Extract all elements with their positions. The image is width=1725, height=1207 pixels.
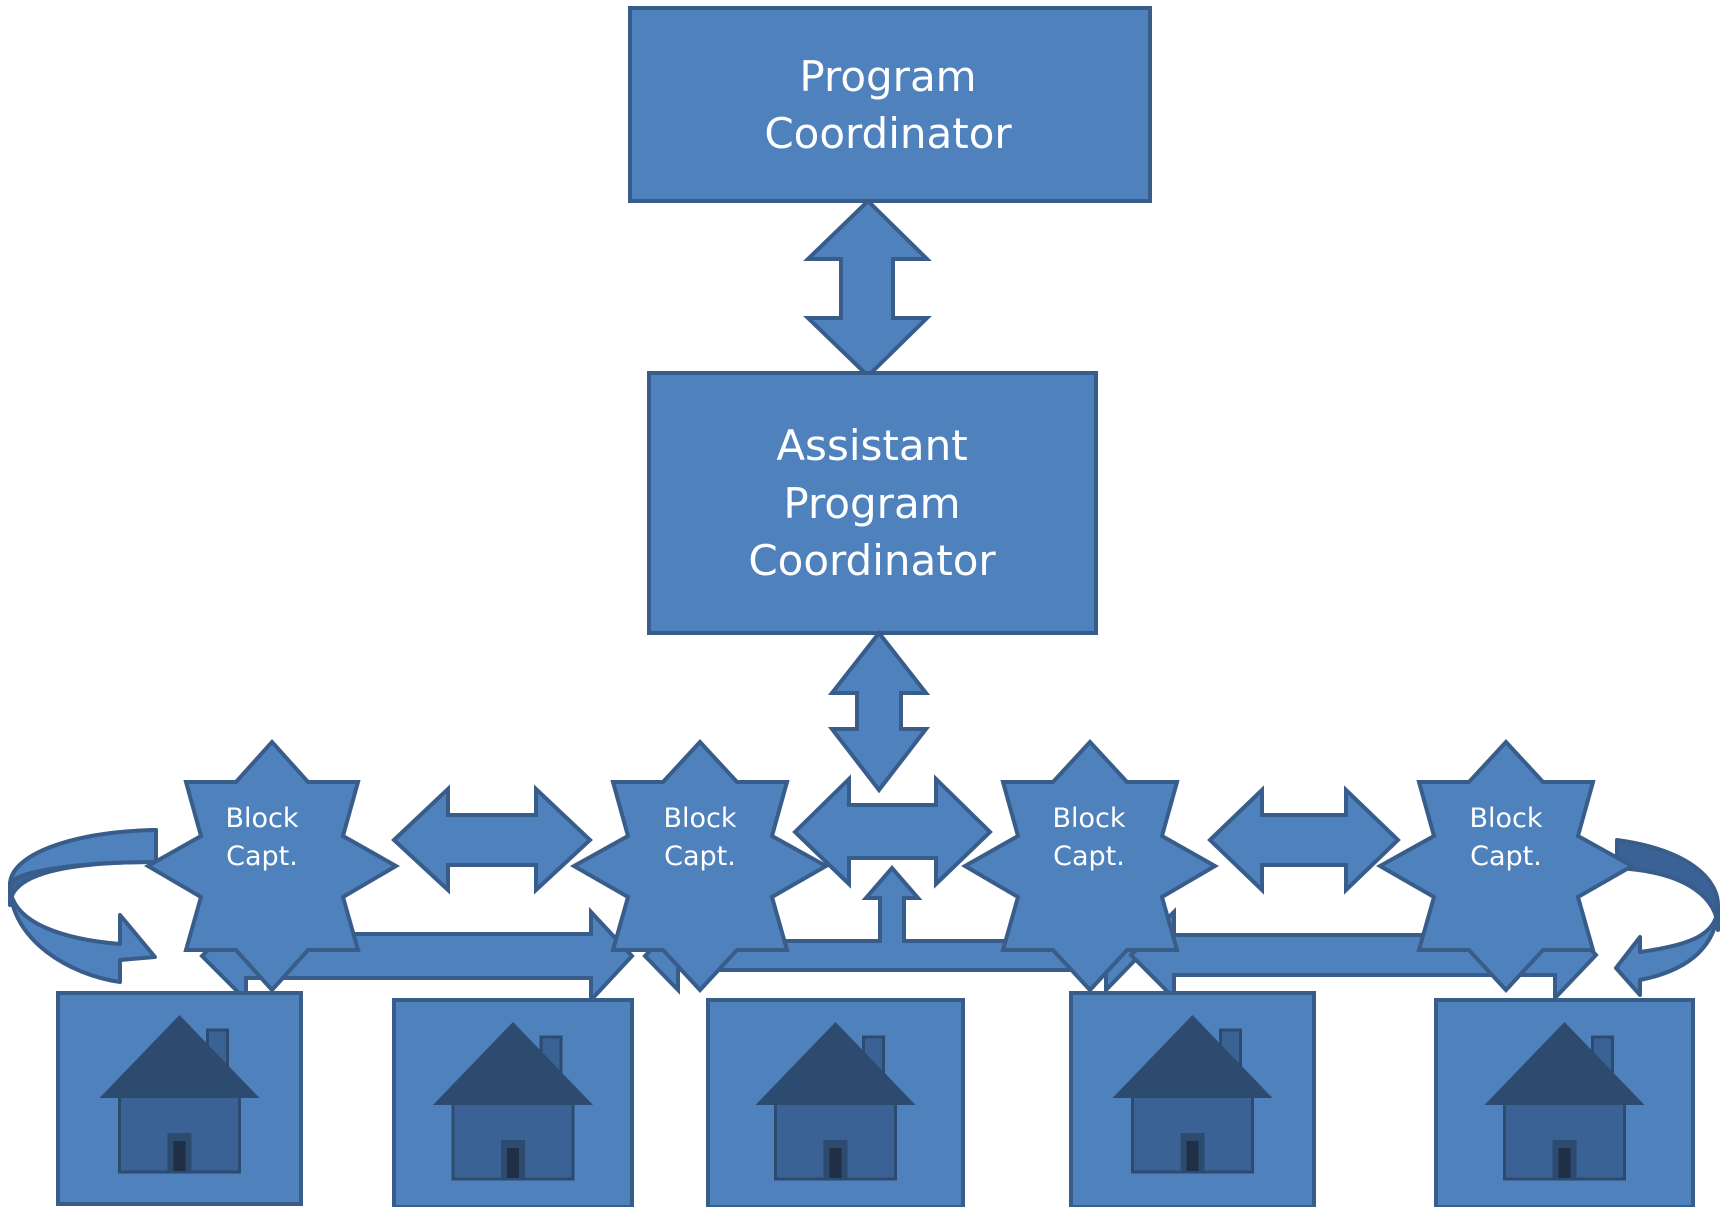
star-icon [960,739,1220,993]
house-icon [99,1015,260,1174]
curved-arrow-icon [1614,838,1720,997]
block-captain-star-2: Block Capt. [569,739,831,993]
curved-arrow-icon [8,828,158,984]
block-captain-label: Block [1469,803,1542,834]
double-arrow-icon [792,774,993,889]
house-icon [1112,1015,1273,1174]
block-captain-label: Capt. [664,841,736,872]
house-tile-3 [706,998,965,1207]
house-icon [755,1022,916,1181]
block-captain-star-3: Block Capt. [960,739,1220,993]
apc-line2: Program [783,479,960,528]
block-captain-star-1: Block Capt. [143,739,401,993]
double-arrow-icon [1207,785,1401,895]
apc-line1: Assistant [776,421,967,470]
block-captain-star-4: Block Capt. [1375,739,1637,993]
house-icon [1484,1022,1645,1181]
star-icon [569,739,831,993]
double-arrow-icon [827,629,931,794]
house-tile-4 [1069,991,1316,1207]
double-arrow-icon [642,864,1142,995]
double-arrow-icon [803,198,932,379]
double-arrow-icon [1128,907,1599,1003]
program-coordinator-box: Program Coordinator [628,6,1152,203]
block-captain-label: Capt. [226,841,298,872]
block-captain-label: Block [663,803,736,834]
double-arrow-icon [391,784,593,895]
block-captain-label: Capt. [1470,841,1542,872]
star-icon [1375,739,1637,993]
house-tile-5 [1434,998,1695,1207]
house-tile-2 [392,998,634,1207]
block-captain-label: Block [225,803,298,834]
block-captain-label: Capt. [1053,841,1125,872]
assistant-program-coordinator-box: Assistant Program Coordinator [647,371,1098,635]
star-icon [143,739,401,993]
program-coordinator-line2: Coordinator [764,109,1012,158]
house-icon [433,1022,593,1181]
apc-line3: Coordinator [748,536,996,585]
program-coordinator-line1: Program [799,52,976,101]
house-tile-1 [56,991,303,1206]
block-captain-label: Block [1052,803,1125,834]
